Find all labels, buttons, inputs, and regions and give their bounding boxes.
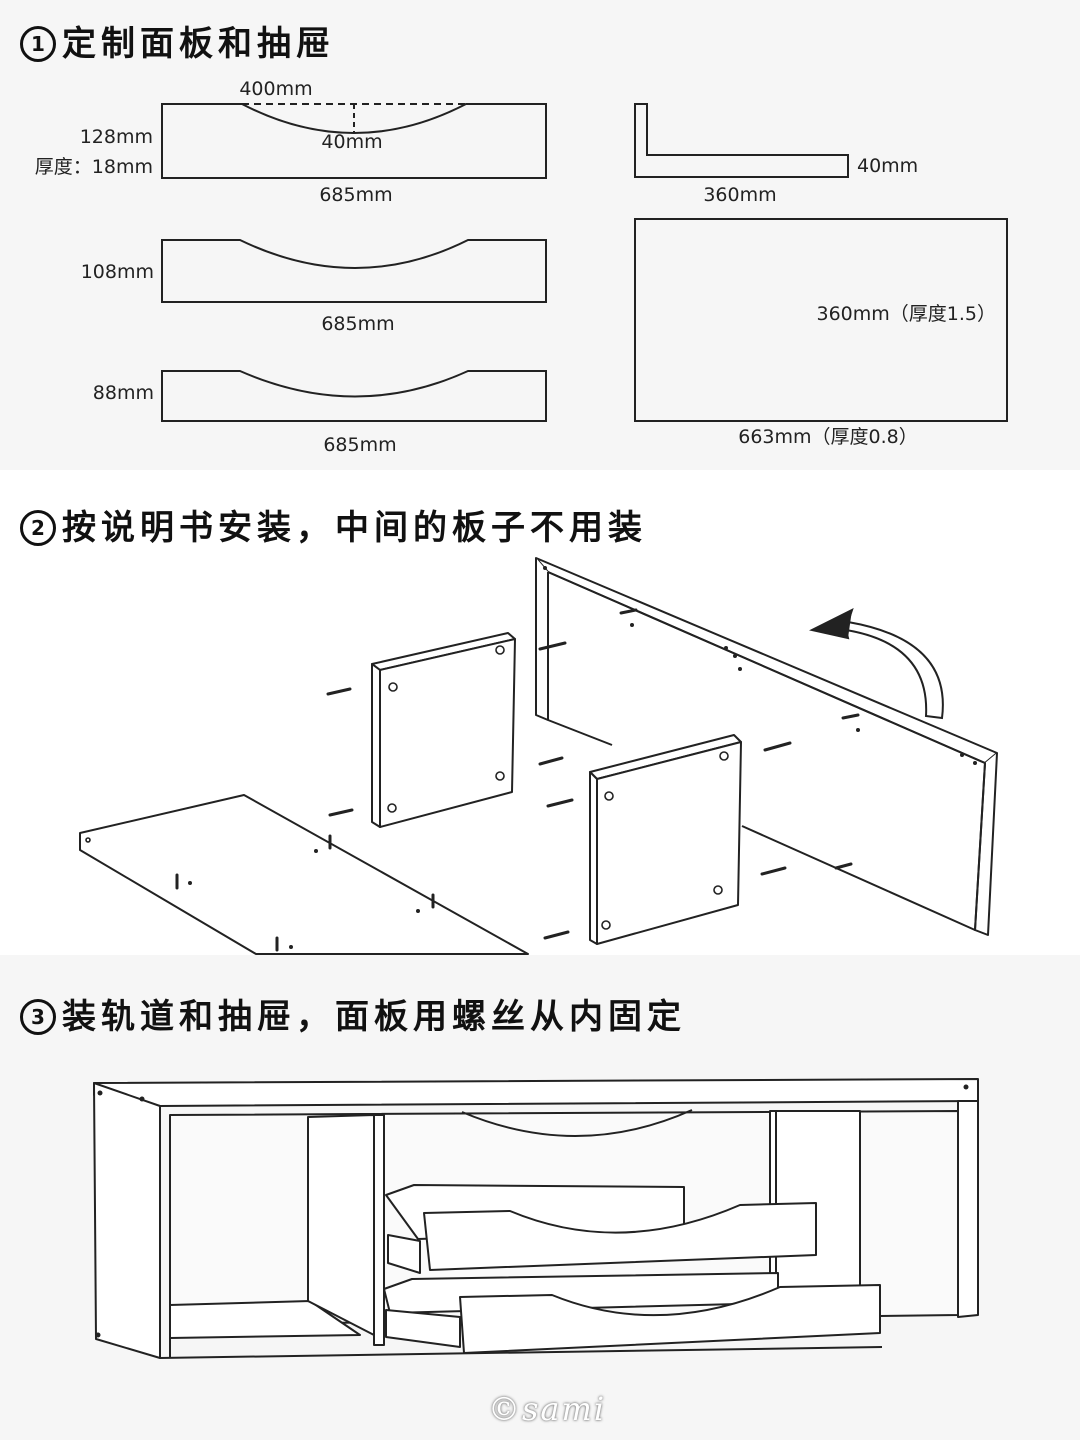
label-top-width: 400mm xyxy=(239,78,312,100)
label-panel3-height: 88mm xyxy=(93,382,154,404)
panel-dimension-diagram: 400mm 40mm 128mm 厚度：18mm 685mm 108mm 685… xyxy=(35,78,1008,456)
cabinet-screws xyxy=(95,1084,969,1338)
screw-holes xyxy=(85,645,729,930)
bottom-board xyxy=(79,794,529,955)
label-panel1-height: 128mm xyxy=(80,126,153,148)
cabinet-right-side xyxy=(957,1100,979,1318)
drawer-middle-front xyxy=(423,1202,817,1271)
drawer-side-profile xyxy=(634,103,849,178)
label-panel1-width: 685mm xyxy=(319,184,392,206)
assembly-exploded-diagram xyxy=(79,557,998,955)
wooden-dowels xyxy=(175,608,860,952)
drawer-bottom-board xyxy=(634,218,1008,422)
label-bracket-side: 40mm xyxy=(857,155,918,177)
step1-number-badge: 1 xyxy=(20,26,56,62)
panel-128mm xyxy=(161,103,547,179)
step1-title: 定制面板和抽屉 xyxy=(62,24,335,64)
cabinet-left-side xyxy=(93,1082,161,1359)
step3-number-badge: 3 xyxy=(20,999,56,1035)
label-bracket-length: 360mm xyxy=(703,184,776,206)
label-bottom-depth: 360mm（厚度1.5） xyxy=(817,303,997,325)
panel-88mm xyxy=(161,370,547,422)
drawer-middle-rail xyxy=(387,1234,421,1274)
step3-title: 装轨道和抽屉，面板用螺丝从内固定 xyxy=(62,997,686,1037)
label-panel2-height: 108mm xyxy=(81,261,154,283)
pilot-holes xyxy=(188,566,977,949)
cabinet-left-divider xyxy=(307,1114,375,1336)
label-panel2-width: 685mm xyxy=(321,313,394,335)
label-bottom-width: 663mm（厚度0.8） xyxy=(738,426,918,448)
label-panel3-width: 685mm xyxy=(323,434,396,456)
step2-number-badge: 2 xyxy=(20,510,56,546)
drawer-bottom-rail xyxy=(385,1309,461,1348)
watermark: ©sami xyxy=(488,1390,607,1428)
panel-108mm xyxy=(161,239,547,303)
drawer-top-opening xyxy=(461,1109,693,1137)
step2-title: 按说明书安装，中间的板子不用装 xyxy=(62,508,647,548)
label-cut-depth: 40mm xyxy=(321,131,382,153)
back-board-face xyxy=(547,571,986,931)
label-thickness: 厚度：18mm xyxy=(35,156,153,178)
cabinet-top xyxy=(93,1078,979,1107)
drawer-bottom-front xyxy=(459,1284,881,1354)
finished-cabinet-diagram xyxy=(93,1078,979,1359)
